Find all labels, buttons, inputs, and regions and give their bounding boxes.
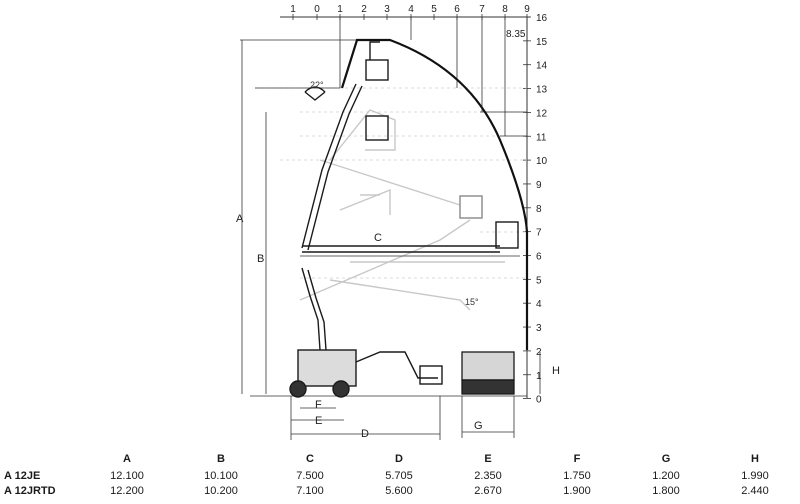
top-basket [365, 59, 389, 81]
dim-label-c: C [374, 232, 382, 244]
right-scale-tick: 5 [536, 275, 542, 286]
dim-label-h: H [552, 365, 560, 377]
right-scale-tick: 14 [536, 61, 548, 72]
top-scale-tick: 3 [384, 4, 390, 15]
top-scale-tick: 9 [524, 4, 530, 15]
front-wheel [332, 380, 350, 398]
cell-b: 10.100 [204, 470, 238, 482]
top-scale-tick: 2 [361, 4, 367, 15]
spec-table-header: A B C D E F G H [0, 452, 800, 468]
cell-a: 12.200 [110, 485, 144, 497]
cell-f: 1.750 [563, 470, 591, 482]
row-label: A 12JE [4, 470, 41, 482]
dim-label-e: E [315, 415, 322, 427]
col-header-f: F [573, 453, 581, 465]
right-scale-tick: 0 [536, 395, 542, 406]
max-outreach-label: 8.35 [506, 29, 526, 40]
cell-d: 5.705 [385, 470, 413, 482]
row-label: A 12JRTD [4, 485, 56, 497]
col-header-a: A [123, 453, 131, 465]
right-scale-tick: 4 [536, 299, 542, 310]
cell-h: 1.990 [741, 470, 769, 482]
right-scale-tick: 10 [536, 156, 548, 167]
right-scale-tick: 3 [536, 323, 542, 334]
mid-basket [365, 115, 389, 141]
right-scale-tick: 9 [536, 180, 542, 191]
outreach-basket-2 [459, 195, 483, 219]
top-scale-tick: 4 [408, 4, 414, 15]
right-scale-tick: 13 [536, 85, 548, 96]
chassis [297, 349, 357, 387]
dimension-lines [241, 40, 541, 440]
right-scale-tick: 16 [536, 13, 548, 24]
col-header-e: E [484, 453, 492, 465]
ground-basket [419, 365, 443, 385]
right-scale-tick: 6 [536, 252, 542, 263]
top-scale-tick: 0 [314, 4, 320, 15]
right-scale-tick: 1 [536, 371, 542, 382]
cell-f: 1.900 [563, 485, 591, 497]
dim-label-f: F [315, 399, 322, 411]
solid-guides [240, 17, 527, 397]
top-scale: 1 0 1 2 3 4 5 6 7 8 9 [290, 4, 530, 20]
right-scale-tick: 12 [536, 108, 548, 119]
right-scale-tick: 15 [536, 37, 548, 48]
cell-b: 10.200 [204, 485, 238, 497]
rotation-note-top: 22° [310, 80, 324, 90]
cell-h: 2.440 [741, 485, 769, 497]
spec-row-a12jrtd: A 12JRTD 12.200 10.200 7.100 5.600 2.670… [0, 484, 800, 500]
col-header-b: B [217, 453, 225, 465]
col-header-h: H [751, 453, 759, 465]
cell-g: 1.200 [652, 470, 680, 482]
working-envelope-curve [340, 38, 529, 350]
spec-row-a12je: A 12JE 12.100 10.100 7.500 5.705 2.350 1… [0, 469, 800, 485]
top-scale-tick: 8 [502, 4, 508, 15]
dim-label-a: A [236, 213, 244, 225]
top-scale-tick: 5 [431, 4, 437, 15]
col-header-c: C [306, 453, 314, 465]
ghost-boom-positions [299, 109, 505, 311]
boom-lift-drawing [289, 41, 519, 398]
col-header-g: G [661, 453, 671, 465]
col-header-d: D [395, 453, 403, 465]
top-scale-tick: 7 [479, 4, 485, 15]
right-scale-tick: 2 [536, 347, 542, 358]
reference-grid [255, 87, 527, 279]
cell-d: 5.600 [385, 485, 413, 497]
dim-label-g: G [474, 420, 483, 432]
right-scale-tick: 7 [536, 228, 542, 239]
top-scale-tick: 6 [454, 4, 460, 15]
dim-label-b: B [257, 253, 264, 265]
cell-c: 7.100 [296, 485, 324, 497]
top-scale-tick: 1 [337, 4, 343, 15]
cell-e: 2.350 [474, 470, 502, 482]
dim-label-d: D [361, 428, 369, 440]
cell-c: 7.500 [296, 470, 324, 482]
right-scale-tick: 8 [536, 204, 542, 215]
cell-a: 12.100 [110, 470, 144, 482]
outreach-basket [495, 221, 519, 249]
spec-table: A B C D E F G H A 12JE 12.100 10.100 7.5… [0, 452, 800, 500]
rear-view-machine [461, 351, 515, 395]
rear-wheel [289, 380, 307, 398]
cell-g: 1.800 [652, 485, 680, 497]
cell-e: 2.670 [474, 485, 502, 497]
top-scale-tick: 1 [290, 4, 296, 15]
right-scale-tick: 11 [536, 132, 547, 143]
rotation-note-side: 15° [465, 297, 479, 307]
